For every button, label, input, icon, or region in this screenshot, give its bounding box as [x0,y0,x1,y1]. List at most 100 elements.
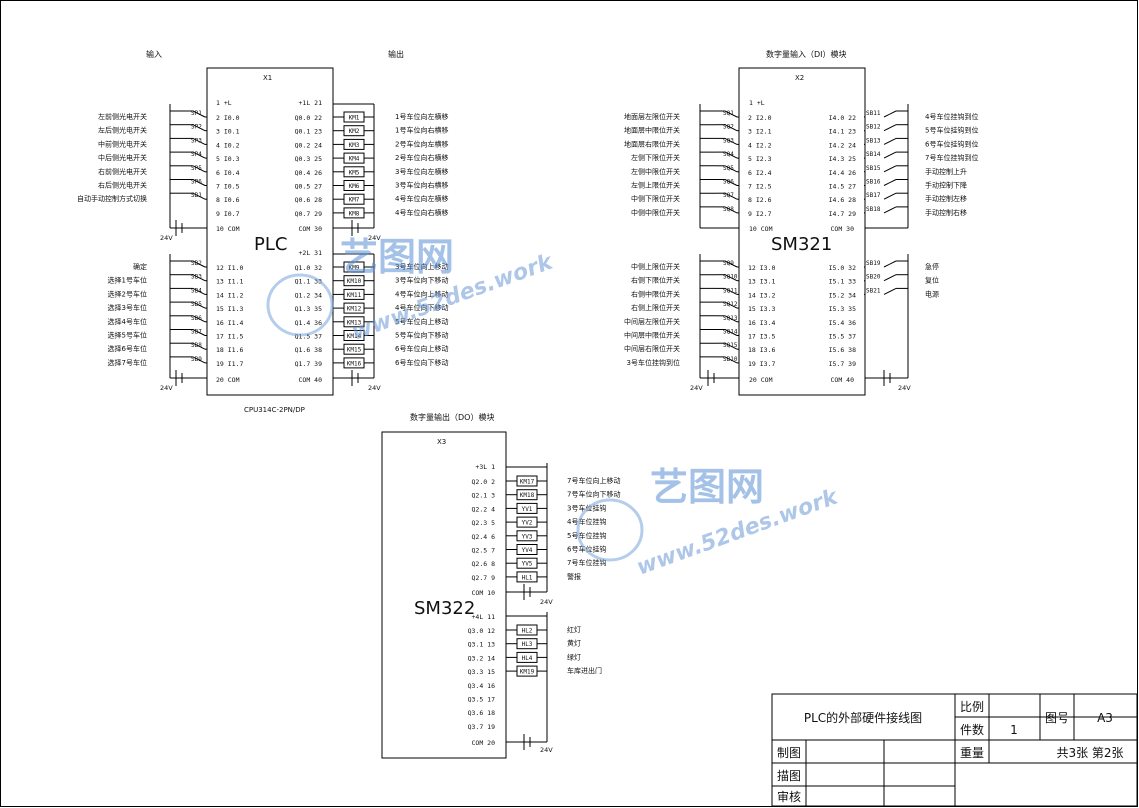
pin-label: 8 I2.6 [748,196,772,204]
coil-tag: KM5 [349,169,360,176]
pin-label: Q0.1 23 [295,128,322,136]
switch-tag: SB7 [191,329,202,336]
pin-label: I4.0 22 [829,114,856,122]
coil-tag: KM19 [520,669,535,676]
sheets-value: 共3张 第2张 [1056,746,1123,760]
coil-tag: KM7 [349,197,360,204]
output-label: 1号车位向左横移 [395,112,448,121]
input-label: 选择1号车位 [108,276,147,285]
pin-label: 15 I1.3 [216,305,243,313]
pin-label: 12 I3.0 [748,264,775,272]
pin-label: 16 I1.4 [216,319,243,327]
switch-tag: SQ8 [723,206,734,213]
supply-label: 24V [160,234,173,242]
coil-tag: YV3 [522,533,533,540]
switch-contact-icon [883,151,897,159]
sm321-pin: COM 40 [831,376,855,384]
pin-label: I4.2 24 [829,141,856,149]
switch-contact-icon [883,274,897,282]
do-heading: 数字量输出（DO）模块 [410,412,494,422]
output-label: 4号车位向右横移 [395,208,448,217]
pin-label: 13 I3.1 [748,278,775,286]
switch-tag: SB11 [866,110,881,117]
plc-pin: +2L 31 [299,249,323,257]
switch-contact-icon [192,287,206,295]
switch-contact-icon [192,110,206,118]
coil-tag: KM4 [349,156,360,163]
output-label: 4号车位向左横移 [395,194,448,203]
sm321-name: SM321 [771,234,832,255]
pin-label: Q2.2 4 [472,505,496,513]
coil-tag: KM11 [347,292,362,299]
input-label: 右前侧光电开关 [98,167,147,176]
pin-label: Q0.6 28 [295,196,322,204]
coil-tag: KM16 [347,360,362,367]
input-label: 中侧中限位开关 [631,208,680,217]
coil-tag: KM12 [347,306,362,313]
switch-contact-icon [192,137,206,145]
switch-tag: SQ14 [723,329,738,336]
input-label: 手动控制下降 [925,181,967,190]
pin-label: Q2.0 2 [472,478,496,486]
pin-label: Q2.4 6 [472,533,496,541]
coil-tag: KM3 [349,142,360,149]
size-value: A3 [1097,711,1113,725]
switch-tag: SQ6 [723,179,734,186]
input-label: 手动控制右移 [925,208,967,217]
switch-contact-icon [192,165,206,173]
coil-tag: YV2 [522,520,533,527]
input-label: 中前侧光电开关 [98,139,147,148]
plc-pin: 10 COM [216,225,240,233]
switch-tag: SQ7 [723,192,734,199]
switch-contact-icon [192,179,206,186]
input-label: 右后侧光电开关 [98,181,147,190]
pin-label: I5.2 34 [829,291,856,299]
input-label: 左前侧光电开关 [98,112,147,121]
switch-tag: SQ4 [723,151,734,158]
sm322-tag: X3 [437,438,446,446]
pin-label: Q1.1 33 [295,278,322,286]
output-label: 2号车位向左横移 [395,139,448,148]
count-value: 1 [1010,723,1018,737]
pin-label: 4 I0.2 [216,141,240,149]
coil-tag: HL1 [522,574,533,581]
switch-tag: SB18 [866,206,881,213]
switch-contact-icon [724,342,738,350]
drawn-label: 制图 [777,746,801,760]
output-label: 4号车位挂钩 [567,517,606,526]
input-label: 中后侧光电开关 [98,153,147,162]
sm322-pin: COM 10 [472,589,496,597]
coil-tag: HL3 [522,641,533,648]
pin-label: Q0.2 24 [295,141,322,149]
pin-label: 4 I2.2 [748,141,772,149]
supply-label: 24V [368,384,381,392]
switch-tag: SP5 [191,165,202,172]
count-label: 件数 [960,722,984,737]
switch-contact-icon [192,260,206,268]
switch-tag: SB12 [866,124,881,131]
input-label: 自动手动控制方式切换 [77,194,147,203]
input-label: 选择3号车位 [108,303,147,312]
switch-tag: SQ5 [723,165,734,172]
pin-label: I5.0 32 [829,264,856,272]
output-label: 车库进出门 [567,666,602,675]
input-label: 左侧下限位开关 [631,153,680,162]
input-label: 7号车位挂钩到位 [925,153,978,162]
sm321-tag: X2 [795,74,804,82]
pin-label: Q1.4 36 [295,319,322,327]
switch-contact-icon [192,356,206,364]
pin-label: 18 I1.6 [216,346,243,354]
sm321-module-box [738,67,866,396]
sm322-pin: COM 20 [472,739,496,747]
switch-contact-icon [883,110,897,118]
pin-label: 7 I0.5 [216,183,240,191]
switch-tag: SB6 [191,315,202,322]
switch-contact-icon [192,315,206,323]
input-label: 复位 [925,276,939,285]
switch-contact-icon [883,192,897,200]
switch-tag: SB2 [191,260,202,267]
input-label: 地面层右限位开关 [624,139,680,148]
input-label: 中间层左限位开关 [624,317,680,326]
input-label: 左侧上限位开关 [631,181,680,190]
